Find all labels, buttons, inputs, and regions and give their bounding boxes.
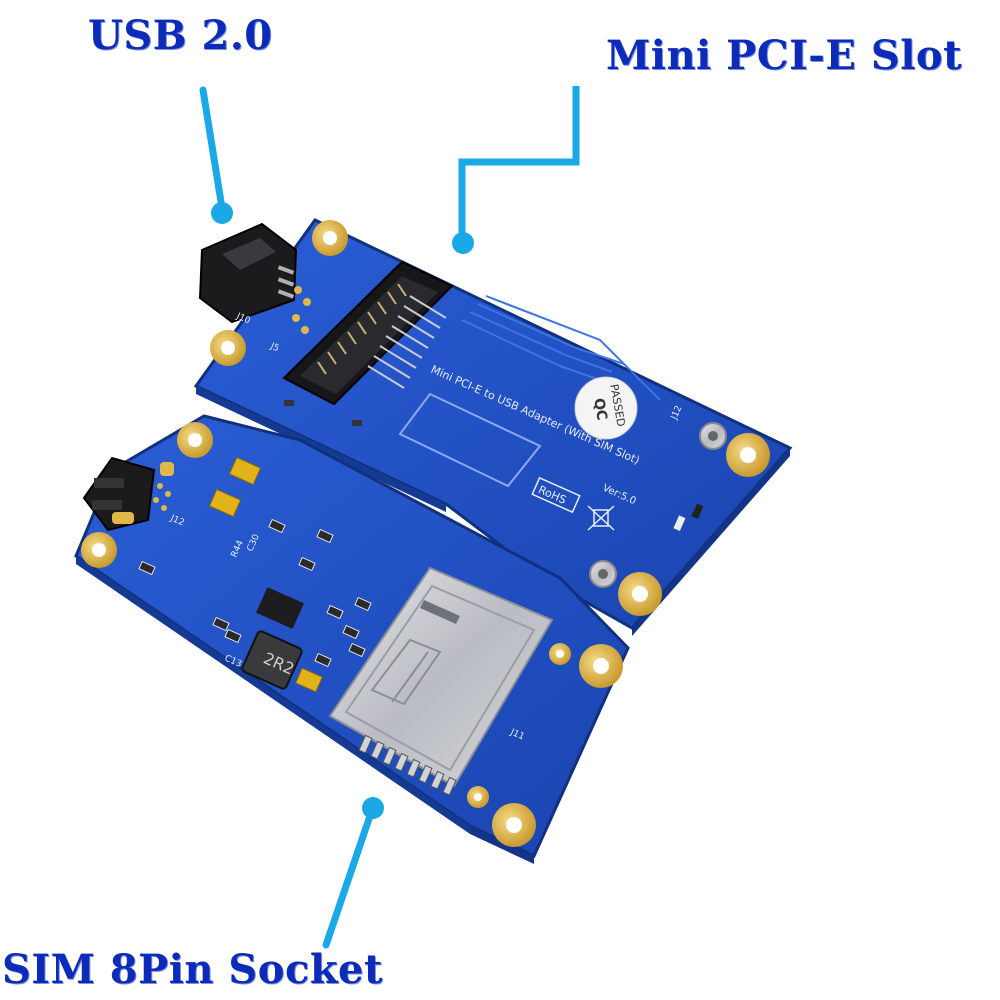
- sim-card-socket: [328, 566, 554, 796]
- leader-dot-pcie: [452, 232, 474, 254]
- ref-j5: J5: [268, 341, 281, 354]
- smd-parts-top: [284, 400, 704, 532]
- pcb-top-board: QC PASSED Mini PCI-E to USB Adapter (Wit…: [193, 218, 793, 636]
- callout-mini-pcie-slot: Mini PCI-E Slot: [606, 32, 963, 79]
- standoffs-top: [589, 422, 727, 588]
- qc-passed-sticker: QC PASSED: [574, 376, 638, 440]
- pcb-bottom-board: 2R2: [74, 414, 630, 864]
- tantalum-capacitors: [208, 456, 323, 693]
- mounting-holes-bottom: [81, 422, 623, 847]
- weee-bin-icon: [587, 505, 615, 531]
- leader-sim: [322, 806, 376, 949]
- mounting-holes-top: [210, 220, 770, 616]
- smd-parts-bottom: [138, 518, 372, 668]
- callout-sim-8pin-socket: SIM 8Pin Socket: [2, 946, 383, 993]
- leader-dot-sim: [362, 797, 384, 819]
- usb-header-side: [82, 456, 174, 532]
- qc-line1: QC: [590, 397, 610, 422]
- callout-leaders: [199, 86, 580, 949]
- mini-pcie-socket: [282, 260, 454, 406]
- leader-dot-usb: [211, 202, 233, 224]
- leader-usb: [199, 86, 226, 212]
- card-outline-silk: [398, 392, 542, 488]
- leader-pcie: [458, 86, 580, 236]
- sim-contact-pins: [358, 734, 457, 796]
- callout-usb-2-0: USB 2.0: [88, 12, 273, 59]
- regulator-ic: [256, 587, 304, 629]
- usb-header-connector: [198, 222, 311, 334]
- pcb-traces-top: [461, 295, 661, 401]
- inductor-2r2: 2R2: [241, 630, 303, 690]
